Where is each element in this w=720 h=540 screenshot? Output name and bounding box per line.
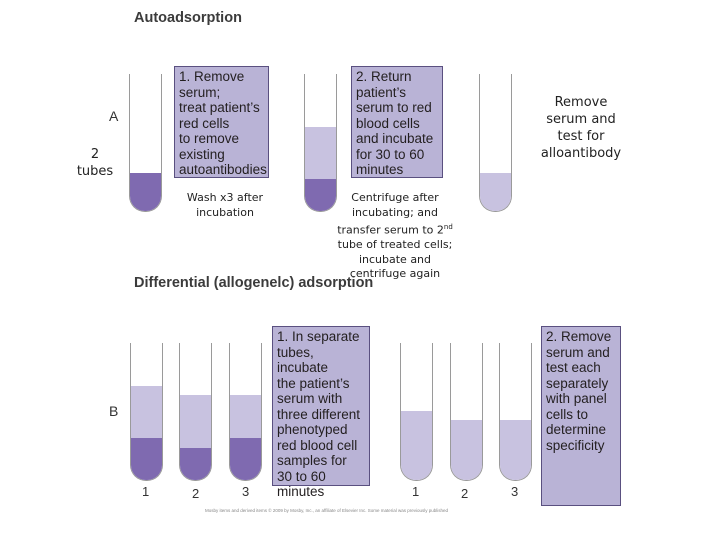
tube-b2	[179, 343, 212, 481]
tube-number-2: 2	[461, 486, 469, 501]
tube-b5	[450, 343, 483, 481]
red-cells-layer	[230, 438, 261, 480]
red-cells-layer	[131, 438, 162, 480]
tube-a2	[304, 74, 337, 212]
red-cells-layer	[305, 179, 336, 211]
tube-number-3: 3	[242, 484, 250, 499]
wash-note: Wash x3 after incubation	[186, 191, 264, 219]
serum-layer	[401, 411, 432, 480]
centrifuge-note-text-2: tube of treated cells; incubate and cent…	[337, 238, 453, 281]
step-a2-box: 2. Return patient’s serum to red blood c…	[351, 66, 443, 178]
red-cells-layer	[130, 173, 161, 211]
autoadsorption-title: Autoadsorption	[134, 10, 242, 26]
serum-layer	[500, 420, 531, 480]
step-a1-box: 1. Remove serum; treat patient’s red cel…	[174, 66, 269, 178]
tube-a3	[479, 74, 512, 212]
centrifuge-note-text: Centrifuge after incubating; and transfe…	[337, 191, 444, 237]
tube-a1	[129, 74, 162, 212]
tube-b1	[130, 343, 163, 481]
tube-b3	[229, 343, 262, 481]
red-cells-layer	[180, 448, 211, 480]
section-a-letter: A	[109, 108, 119, 124]
alloantibody-note: Remove serum and test for alloantibody	[540, 95, 622, 161]
centrifuge-note: Centrifuge after incubating; and transfe…	[336, 191, 454, 282]
superscript-nd: nd	[443, 223, 453, 231]
tubes-count-label: 2 tubes	[76, 147, 114, 179]
tube-b6	[499, 343, 532, 481]
tube-number-1: 1	[412, 484, 420, 499]
section-b-letter: B	[109, 403, 119, 419]
tube-number-3: 3	[511, 484, 519, 499]
tube-number-1: 1	[142, 484, 150, 499]
serum-layer	[480, 173, 511, 211]
serum-layer	[451, 420, 482, 480]
step-b1-box: 1. In separate tubes, incubate the patie…	[272, 326, 370, 499]
tube-b4	[400, 343, 433, 481]
step-b2-box: 2. Remove serum and test each separately…	[541, 326, 621, 506]
tube-number-2: 2	[192, 486, 200, 501]
copyright-credit: Mosby items and derived items © 2009 by …	[205, 508, 449, 513]
differential-adsorption-title: Differential (allogenelc) adsorption	[134, 275, 374, 291]
